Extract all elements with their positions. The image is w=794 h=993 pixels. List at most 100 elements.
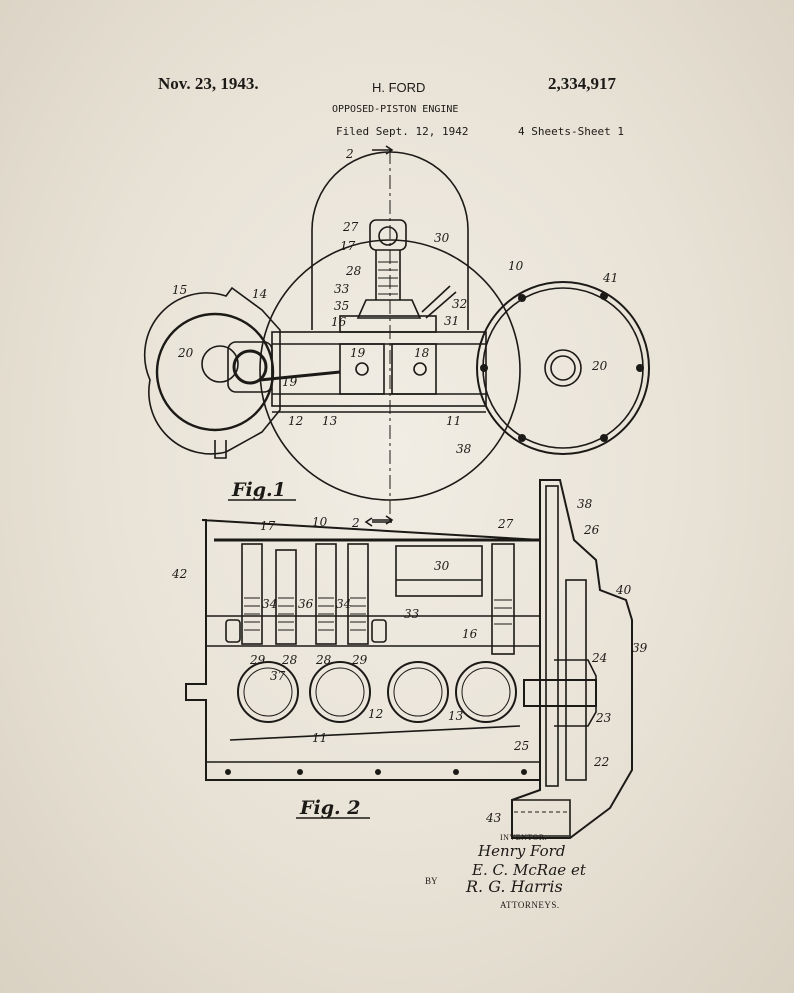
section-mark-bottom: 2 <box>351 516 360 530</box>
fig2-ref-30: 30 <box>434 559 450 573</box>
fig2-ref-43: 43 <box>485 811 502 825</box>
fig1-cylinder <box>271 331 487 407</box>
fig2-hub-flange <box>554 659 597 727</box>
fig2-ref-38: 38 <box>577 497 593 511</box>
fig2-manifold <box>395 545 483 597</box>
fig1-valve-guide <box>375 250 401 300</box>
fig1-piston-right <box>391 343 437 395</box>
fig1-rocker-pivot <box>378 226 398 246</box>
fig2-label: Fig. 2 <box>299 797 360 819</box>
fig2-ref-25: 25 <box>513 739 529 753</box>
fig1-conrod-bearing <box>232 349 268 385</box>
fig1-ref-13: 13 <box>322 414 338 428</box>
fig2-ref-24: 24 <box>591 651 607 665</box>
fig2-ref-28-b: 28 <box>315 653 332 667</box>
fig1-ref-14: 14 <box>252 287 267 301</box>
fig1-injector <box>421 285 457 319</box>
patent-date: Nov. 23, 1943. <box>158 74 259 93</box>
figure-2-drawing <box>185 479 633 839</box>
fig1-ref-12: 12 <box>288 414 303 428</box>
inventor-name: H. FORD <box>372 80 426 95</box>
sheet-count: 4 Sheets-Sheet 1 <box>518 125 624 138</box>
fig1-shaft-boss <box>544 349 582 387</box>
section-mark-top: 2 <box>345 147 354 161</box>
fig1-shaft <box>550 355 576 381</box>
fig1-ref-10: 10 <box>508 259 524 273</box>
fig1-ref-27: 27 <box>342 220 359 234</box>
figure-1-drawing <box>143 145 650 525</box>
fig1-valve-spring <box>378 261 398 295</box>
fig2-ref-23: 23 <box>595 711 612 725</box>
fig1-cover-plate <box>476 281 650 455</box>
fig1-ref-17: 17 <box>340 239 356 253</box>
fig2-section-arrow <box>364 517 392 527</box>
fig2-ref-11: 11 <box>312 731 327 745</box>
fig2-ref-17: 17 <box>260 519 276 533</box>
fig2-ref-34-a: 34 <box>262 597 277 611</box>
fig1-ref-33: 33 <box>334 282 350 296</box>
inventor-label: INVENTOR. <box>500 833 548 842</box>
by-label: BY <box>425 876 438 886</box>
fig2-ref-16: 16 <box>462 627 478 641</box>
fig2-ref-29-b: 29 <box>351 653 368 667</box>
attorneys-label: ATTORNEYS. <box>500 900 560 910</box>
attorney-signature-mcrae: E. C. McRae et <box>472 861 586 879</box>
fig2-cylinder-bores <box>237 661 517 723</box>
fig1-ref-19-top: 19 <box>350 346 366 360</box>
fig2-port-openings <box>225 619 387 643</box>
fig1-label: Fig.1 <box>231 479 286 501</box>
fig2-ref-13: 13 <box>448 709 464 723</box>
fig2-ref-36: 36 <box>298 597 314 611</box>
fig2-bell-housing <box>511 479 633 839</box>
inventor-signature: Henry Ford <box>478 842 566 860</box>
fig2-ref-26: 26 <box>583 523 600 537</box>
fig1-ref-28: 28 <box>345 264 362 278</box>
fig1-ref-38: 38 <box>456 442 472 456</box>
fig1-wristpin-left <box>355 362 369 376</box>
fig2-ref-12: 12 <box>368 707 383 721</box>
fig1-ref-20-left: 20 <box>177 346 194 360</box>
fig1-crank-circle <box>155 312 275 432</box>
fig2-sump <box>511 799 571 837</box>
filed-date: Filed Sept. 12, 1942 <box>336 125 469 138</box>
fig2-flywheel-hub <box>545 485 559 787</box>
fig2-ref-28-a: 28 <box>281 653 298 667</box>
fig1-section-arrow-top <box>372 145 394 155</box>
fig1-ref-41: 41 <box>602 271 618 285</box>
fig2-ref-34-b: 34 <box>336 597 351 611</box>
fig1-cover-bolts <box>480 292 644 442</box>
fig1-connecting-rod <box>259 370 341 382</box>
fig1-ref-19-rod: 19 <box>282 375 298 389</box>
fig2-pan-bolts <box>225 769 527 775</box>
fig2-ref-29-a: 29 <box>249 653 266 667</box>
patent-number: 2,334,917 <box>548 74 616 93</box>
fig1-crankpin <box>201 345 239 383</box>
fig2-valve-towers <box>241 543 515 655</box>
fig1-ref-30: 30 <box>434 231 450 245</box>
fig2-ref-10: 10 <box>312 515 328 529</box>
fig2-ref-33: 33 <box>404 607 420 621</box>
fig1-ref-32: 32 <box>452 297 467 311</box>
fig1-ref-15: 15 <box>172 283 187 297</box>
fig2-ref-27: 27 <box>497 517 514 531</box>
fig1-drain-boss <box>214 440 227 459</box>
fig1-valve-body <box>356 299 422 319</box>
fig2-ref-42: 42 <box>171 567 187 581</box>
fig1-wristpin-right <box>413 362 427 376</box>
attorney-signature-harris: R. G. Harris <box>466 877 563 896</box>
fig2-engine-block <box>185 519 541 781</box>
patent-title: OPPOSED-PISTON ENGINE <box>332 104 459 115</box>
fig2-ref-37: 37 <box>270 669 286 683</box>
fig2-ref-22: 22 <box>593 755 609 769</box>
fig1-ref-18: 18 <box>414 346 430 360</box>
fig1-rocker-housing <box>369 219 407 251</box>
fig1-piston-left <box>339 343 385 395</box>
fig1-ref-11: 11 <box>446 414 461 428</box>
fig2-ref-39: 39 <box>632 641 648 655</box>
fig2-crank-rail <box>229 725 521 741</box>
fig2-port-rail <box>206 615 540 647</box>
fig1-crank-housing <box>143 286 281 455</box>
fig1-ref-16: 16 <box>331 315 347 329</box>
fig1-ref-35: 35 <box>334 299 349 313</box>
